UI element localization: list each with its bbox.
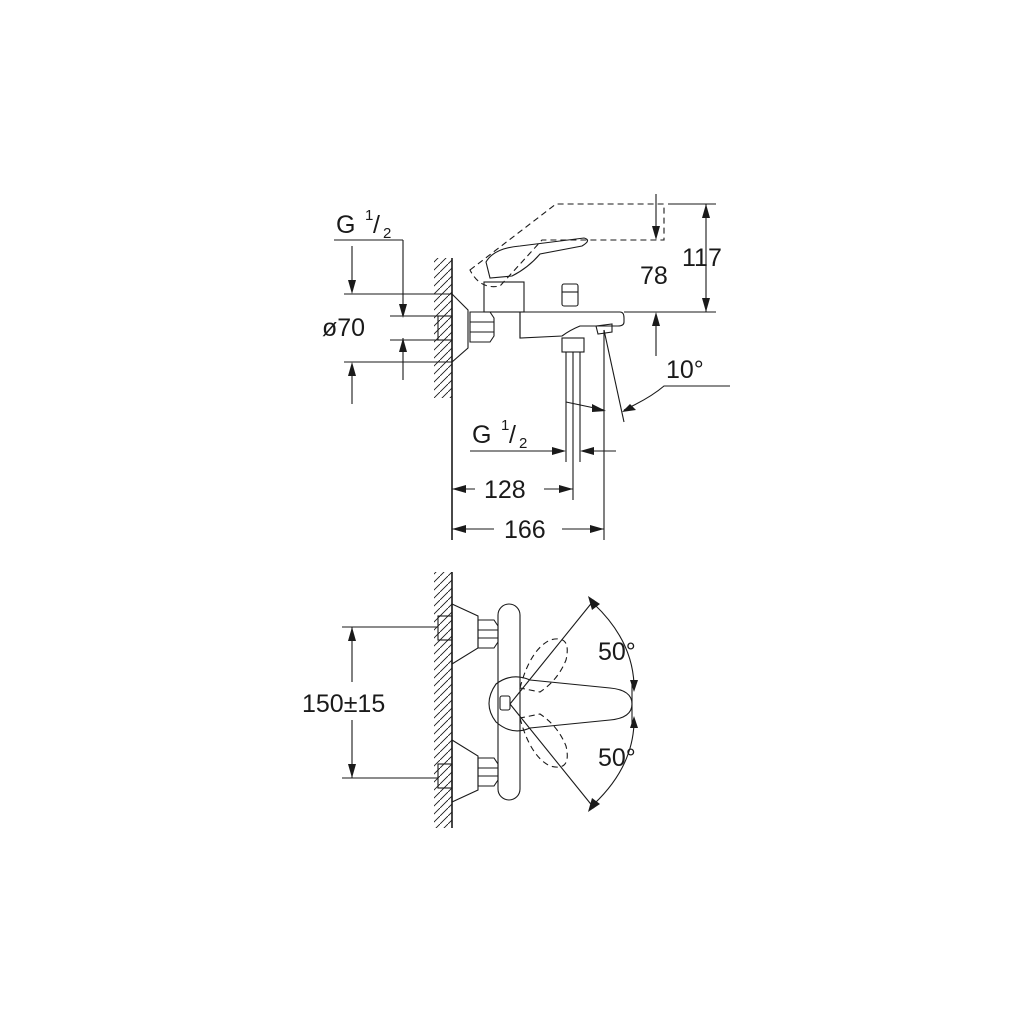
dim-spout-angle: 10°	[565, 356, 730, 412]
height-spout-label: 78	[640, 262, 668, 290]
depth-total-label: 166	[504, 516, 546, 544]
nut-upper	[477, 619, 499, 649]
dim-rosette-diameter: ø70	[322, 246, 452, 404]
inlet-thread-sup: 1	[365, 207, 373, 224]
outlet-thread-sub: 2	[519, 435, 527, 452]
handle-top	[488, 676, 633, 732]
dim-depth-outlet: 128	[452, 476, 573, 504]
nut-lower	[477, 757, 499, 787]
inlet-square-lower	[437, 763, 453, 789]
inlet-thread-main: G	[336, 211, 355, 239]
connection-nut	[469, 311, 495, 343]
dim-outlet-thread: G 1 / 2	[470, 417, 616, 455]
centre-distance-label: 150±15	[302, 690, 385, 718]
dim-depth-total: 166	[452, 516, 604, 544]
spout-aerator	[595, 323, 613, 335]
inlet-thread-slash: /	[373, 211, 380, 239]
rosette-top-upper	[451, 603, 479, 665]
mixer-body	[494, 311, 625, 339]
shower-outlet	[561, 337, 585, 353]
mixer-body-top	[497, 603, 521, 801]
handle-indicator	[499, 695, 511, 711]
dim-heights: 117 78	[624, 194, 722, 356]
dim-centre-distance: 150±15	[302, 626, 438, 779]
outlet-thread-main: G	[472, 421, 491, 449]
rosette-side	[451, 292, 469, 364]
diverter-knob	[561, 283, 579, 307]
spout-angle-line	[603, 329, 625, 423]
rosette-top-lower	[451, 739, 479, 803]
inlet-thread-sub: 2	[383, 225, 391, 242]
rosette-diameter-label: ø70	[322, 314, 365, 342]
side-view: G 1 / 2 ø70	[322, 194, 730, 544]
inlet-square-upper	[437, 615, 453, 641]
wall-hatch-top	[434, 572, 452, 828]
spout-angle-label: 10°	[666, 356, 704, 384]
outlet-thread-slash: /	[509, 421, 516, 449]
lever-open-dashed	[469, 203, 665, 288]
lever-closed	[485, 237, 589, 279]
height-total-label: 117	[682, 244, 722, 272]
wall-hatch-side	[434, 258, 452, 398]
depth-outlet-label: 128	[484, 476, 526, 504]
lever-up-dashed	[519, 638, 568, 693]
cartridge-housing	[483, 281, 525, 313]
outlet-thread-sup: 1	[501, 417, 509, 434]
dim-inlet-thread: G 1 / 2	[334, 207, 407, 380]
top-view: 50° 50° 150±15	[302, 572, 638, 828]
inlet-square	[437, 315, 453, 341]
lever-down-dashed	[519, 713, 568, 768]
lever-angle-down-label: 50°	[598, 744, 636, 772]
lever-angle-up-label: 50°	[598, 638, 636, 666]
